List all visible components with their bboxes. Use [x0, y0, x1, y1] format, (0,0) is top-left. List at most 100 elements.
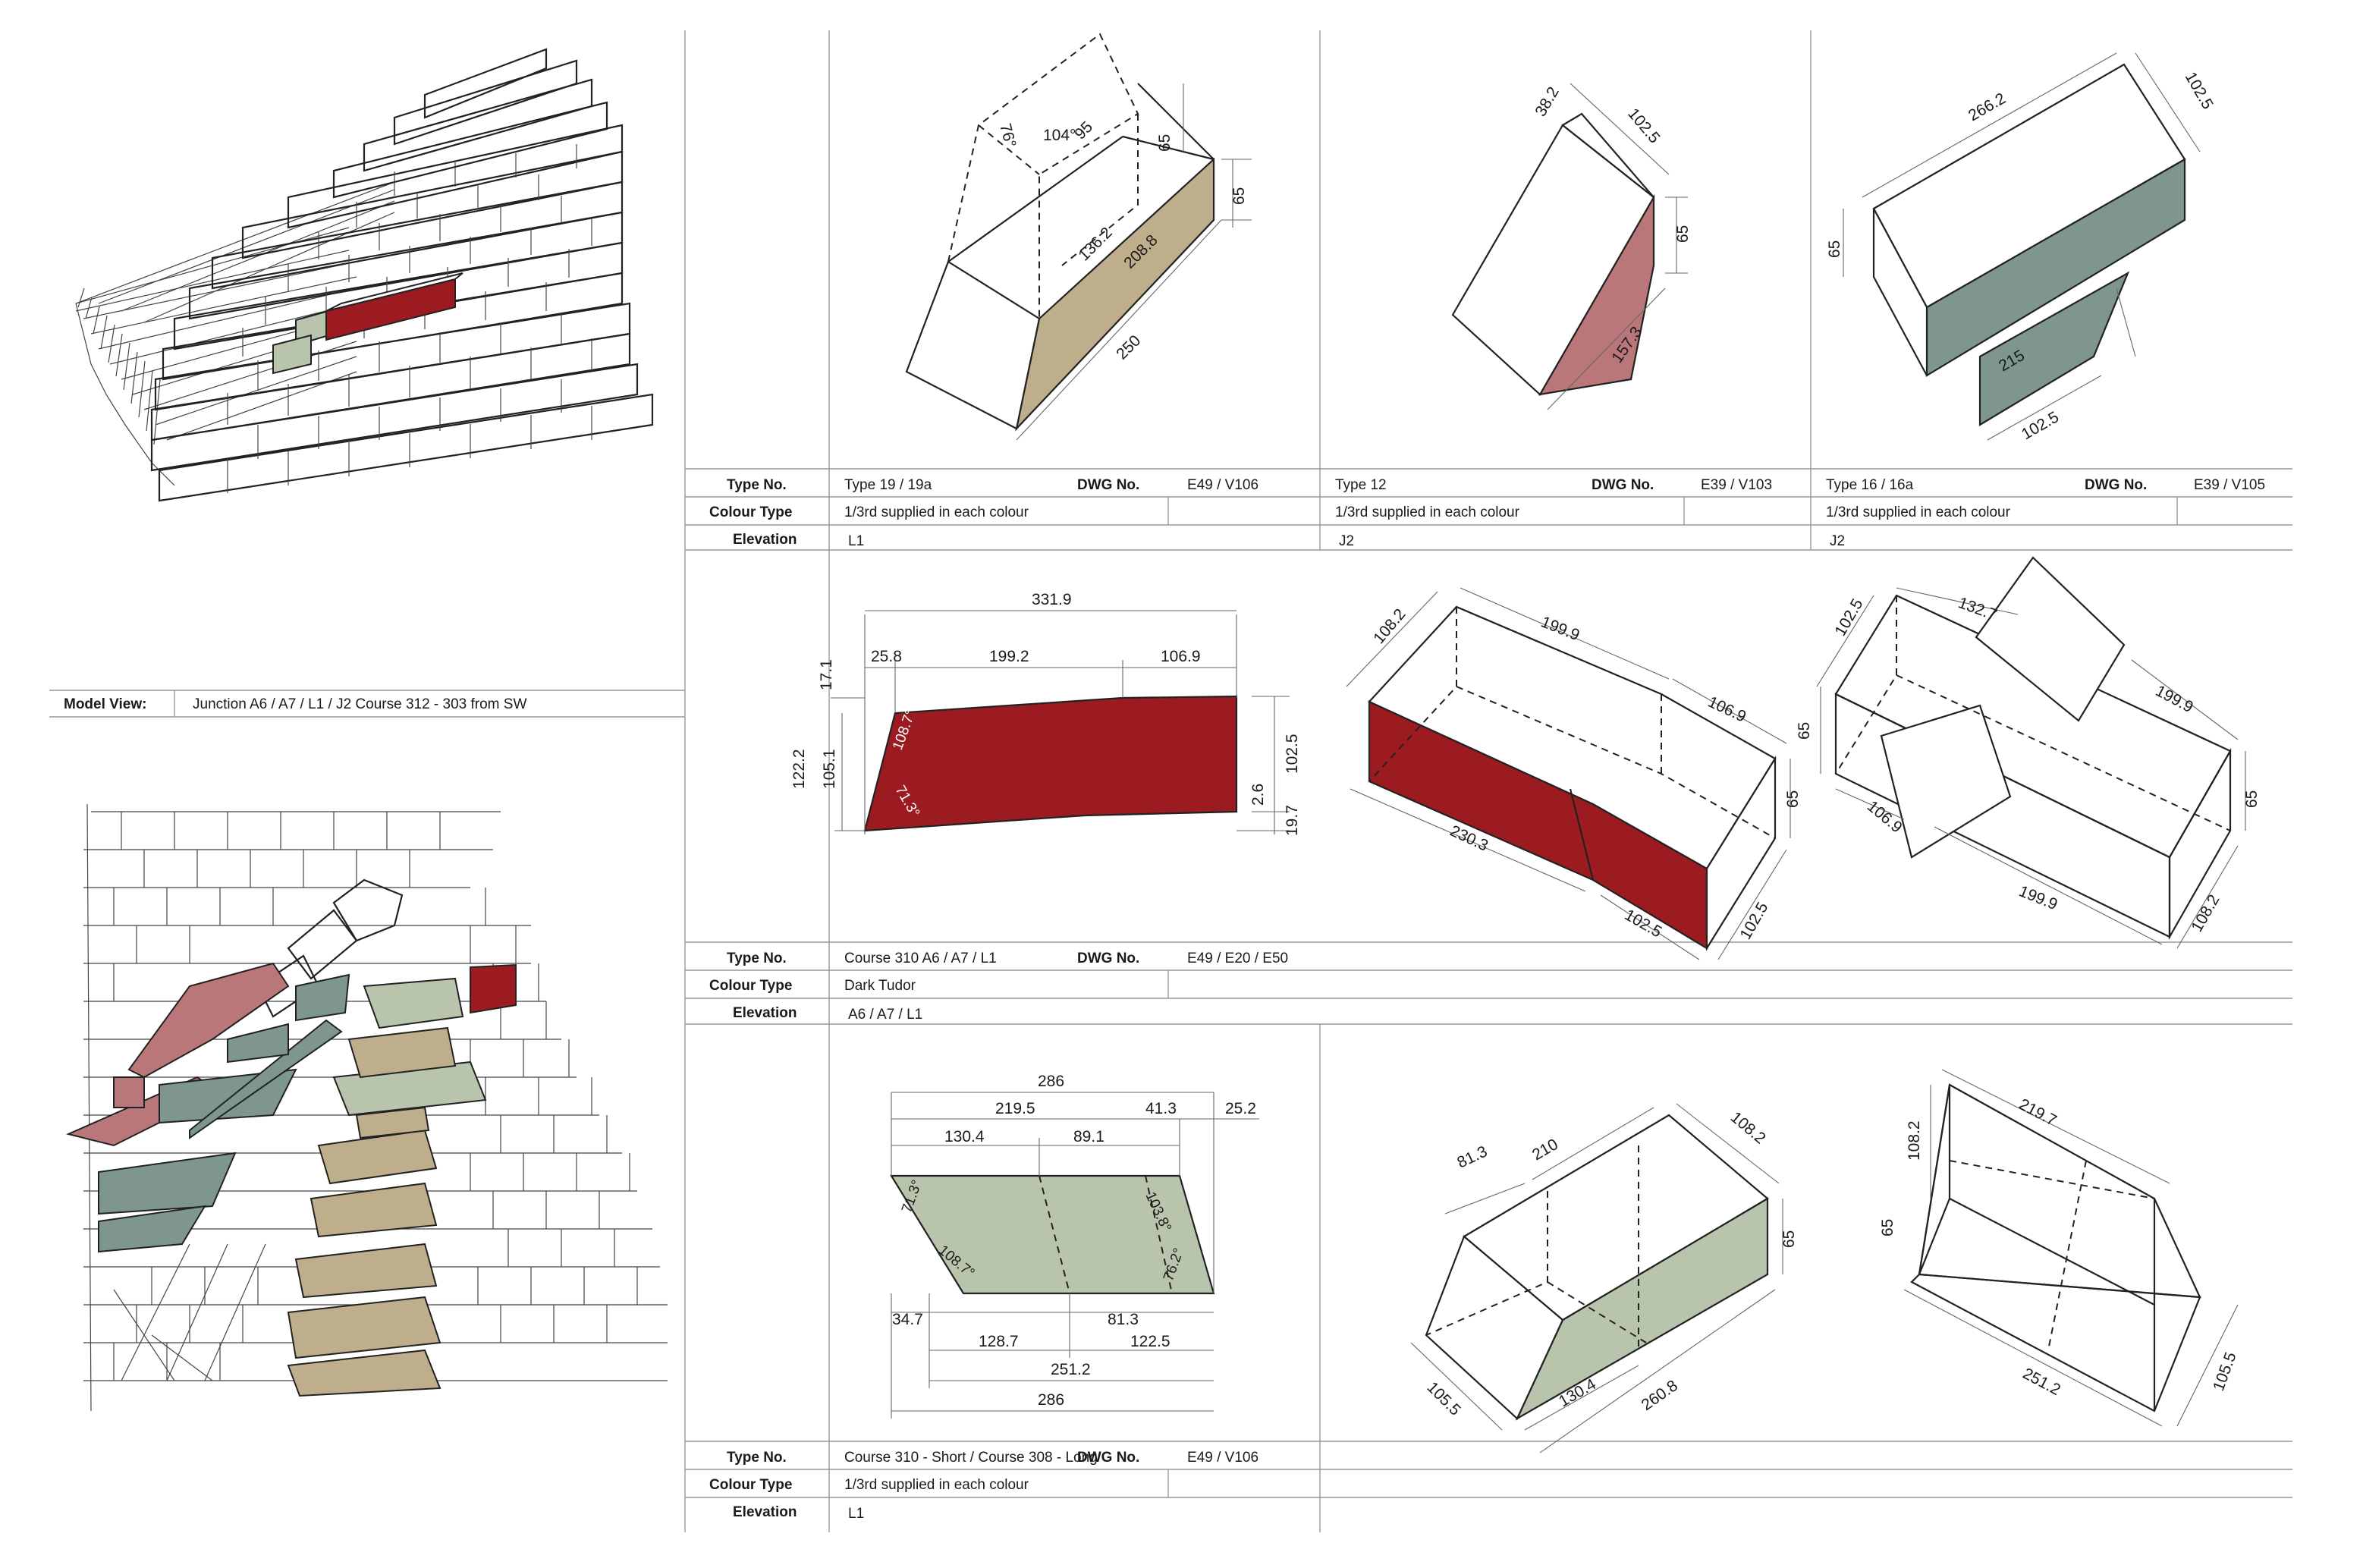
- c308e-e: 89.1: [1073, 1128, 1105, 1145]
- t19-type: Type 19 / 19a: [844, 477, 932, 493]
- type-16-drawing: 266.2 102.5 65 215 102.5: [1826, 52, 2217, 443]
- c308-dwg-label: DWG No.: [1077, 1450, 1139, 1466]
- c310j-f: 199.9: [2016, 882, 2060, 913]
- c310i-c: 106.9: [1705, 693, 1749, 726]
- c310e-c: 106.9: [1161, 648, 1201, 665]
- c308-colour: 1/3rd supplied in each colour: [844, 1477, 1029, 1493]
- c310-type: Course 310 A6 / A7 / L1: [844, 951, 997, 966]
- t19-dwg: E49 / V106: [1187, 477, 1258, 493]
- t16-type: Type 16 / 16a: [1826, 477, 1914, 493]
- c310-dwg: E49 / E20 / E50: [1187, 951, 1288, 966]
- course-308-iso-a: 81.3 210 108.2 65 105.5 130.4 260.8: [1410, 1103, 1798, 1453]
- t19-angle-b: 104°: [1043, 127, 1076, 144]
- section-3-table: Type No. Colour Type Elevation Course 31…: [709, 1450, 1258, 1522]
- c310e-w: 331.9: [1032, 591, 1072, 608]
- t19-elevation: L1: [848, 533, 864, 549]
- t19-dwg-label: DWG No.: [1077, 477, 1139, 493]
- model-view-bottom: [65, 803, 668, 1412]
- t16-dim-e: 102.5: [2019, 408, 2062, 443]
- c308j-b: 108.2: [1906, 1120, 1923, 1161]
- c308i-d: 65: [1780, 1230, 1798, 1248]
- t16-elevation: J2: [1830, 533, 1845, 549]
- c308e-g: 81.3: [1108, 1311, 1139, 1328]
- t19-angle-a: 76°: [996, 121, 1019, 149]
- c310e-h2: 122.2: [790, 749, 808, 789]
- c308-type: Course 310 - Short / Course 308 - Long: [844, 1450, 1098, 1466]
- t12-colour: 1/3rd supplied in each colour: [1335, 504, 1520, 520]
- c308i-a: 81.3: [1454, 1142, 1490, 1171]
- c308e-b: 41.3: [1145, 1100, 1177, 1117]
- section-2-table: Type No. Colour Type Elevation Course 31…: [709, 951, 1288, 1023]
- s1-elevation-label: Elevation: [733, 532, 797, 548]
- t12-type: Type 12: [1335, 477, 1387, 493]
- c308e-j: 251.2: [1051, 1361, 1091, 1378]
- t12-dwg-label: DWG No.: [1592, 477, 1654, 493]
- t16-dim-a: 266.2: [1966, 90, 2009, 124]
- c310e-r1: 102.5: [1284, 734, 1301, 774]
- c308i-e: 105.5: [1423, 1378, 1463, 1419]
- c310-dwg-label: DWG No.: [1077, 951, 1139, 966]
- c308e-a: 219.5: [995, 1100, 1035, 1117]
- course-310-elevation: 331.9 25.8 199.2 106.9 17.1 122.2 105.1 …: [790, 591, 1301, 836]
- s2-type-label: Type No.: [727, 951, 787, 966]
- t12-elevation: J2: [1339, 533, 1354, 549]
- t12-dim-c: 65: [1674, 225, 1692, 243]
- t16-dim-b: 102.5: [2182, 69, 2217, 112]
- t19-colour: 1/3rd supplied in each colour: [844, 504, 1029, 520]
- c310e-r2: 2.6: [1249, 784, 1267, 806]
- c310j-h: 108.2: [2188, 891, 2223, 935]
- s3-elevation-label: Elevation: [733, 1504, 797, 1520]
- c310-colour: Dark Tudor: [844, 978, 916, 994]
- sheet-grid: [49, 30, 2292, 1532]
- course-308-elevation: 286 219.5 41.3 25.2 130.4 89.1 71.3° 108…: [890, 1073, 1259, 1419]
- c308i-b: 210: [1529, 1136, 1561, 1164]
- c310j-g: 65: [2243, 790, 2261, 808]
- c308e-d: 130.4: [944, 1128, 985, 1145]
- s3-type-label: Type No.: [727, 1450, 787, 1466]
- model-view-label: Model View:: [64, 696, 146, 712]
- c308i-c: 108.2: [1727, 1108, 1769, 1147]
- c310j-b: 132.7: [1956, 594, 1999, 624]
- t19-dim-e: 65: [1230, 187, 1248, 205]
- course-308-iso-b: 219.7 108.2 65 251.2 105.5: [1879, 1069, 2240, 1427]
- t12-dim-b: 102.5: [1624, 105, 1663, 146]
- c310j-a: 102.5: [1831, 595, 1866, 639]
- t16-dwg-label: DWG No.: [2085, 477, 2147, 493]
- c310e-a: 25.8: [871, 648, 902, 665]
- model-view-value: Junction A6 / A7 / L1 / J2 Course 312 - …: [193, 696, 526, 712]
- s2-colour-label: Colour Type: [709, 978, 792, 994]
- course-310-iso-b: 102.5 132.7 199.9 65 106.9 199.9 65 108.…: [1796, 556, 2261, 949]
- c308e-top: 286: [1038, 1073, 1064, 1090]
- s1-colour-label: Colour Type: [709, 504, 792, 520]
- c308-dwg: E49 / V106: [1187, 1450, 1258, 1466]
- t19-dim-h: 250: [1113, 332, 1144, 363]
- c310i-g: 65: [1784, 790, 1802, 808]
- c308-elevation: L1: [848, 1506, 864, 1522]
- c308e-bot: 286: [1038, 1391, 1064, 1409]
- c308e-h: 128.7: [979, 1333, 1019, 1350]
- s2-elevation-label: Elevation: [733, 1005, 797, 1021]
- model-view-top: [75, 48, 654, 502]
- t12-dwg: E39 / V103: [1701, 477, 1772, 493]
- c308e-i: 122.5: [1130, 1333, 1171, 1350]
- type-12-drawing: 38.2 102.5 65 157.3: [1451, 83, 1692, 410]
- section-1-table: Type No. Colour Type Elevation Type 19 /…: [709, 477, 2265, 549]
- c310e-h3: 105.1: [821, 749, 838, 789]
- c308i-g: 260.8: [1639, 1377, 1681, 1414]
- c308j-c: 65: [1879, 1219, 1896, 1236]
- c308e-c: 25.2: [1225, 1100, 1256, 1117]
- c308j-d: 251.2: [2020, 1365, 2063, 1399]
- type-19-drawing: 76° 104° 95 65 65 136.2 208.8 250: [905, 33, 1252, 441]
- t16-dim-c: 65: [1826, 240, 1843, 258]
- course-310-iso-a: 108.2 199.9 106.9 230.3 102.5 102.5 65: [1346, 587, 1802, 960]
- t16-dwg: E39 / V105: [2194, 477, 2265, 493]
- t16-colour: 1/3rd supplied in each colour: [1826, 504, 2011, 520]
- c308j-e: 105.5: [2210, 1350, 2240, 1393]
- c310-elevation: A6 / A7 / L1: [848, 1007, 922, 1023]
- c310i-b: 199.9: [1538, 613, 1582, 644]
- s1-type-label: Type No.: [727, 477, 787, 493]
- c310e-r3: 19.7: [1284, 805, 1301, 836]
- c310j-c: 199.9: [2153, 682, 2196, 716]
- t12-dim-a: 38.2: [1532, 84, 1562, 120]
